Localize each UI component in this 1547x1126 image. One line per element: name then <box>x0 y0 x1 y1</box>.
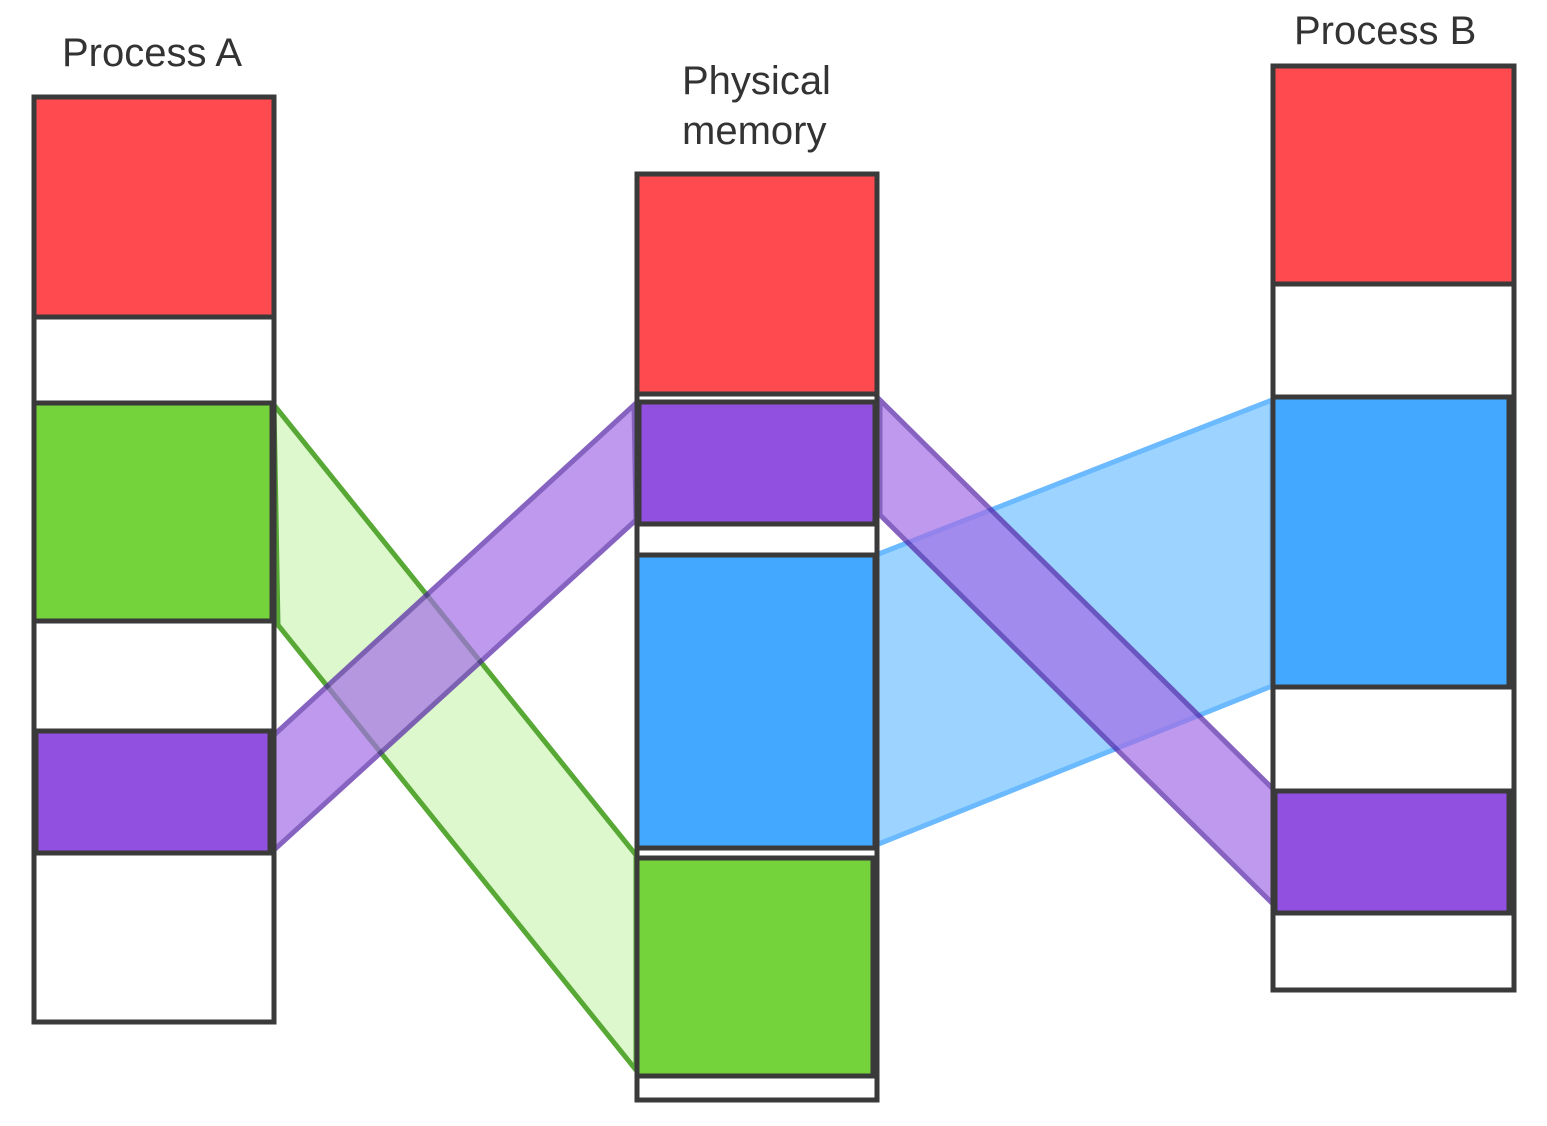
process-b-column <box>1270 63 1517 993</box>
process-b-red-page <box>1270 63 1517 287</box>
physical-red-page <box>634 171 880 397</box>
process-b-blue-page <box>1270 394 1512 690</box>
process-a-column <box>31 94 277 1025</box>
physical-purple-page <box>636 399 878 527</box>
physical-memory-column <box>634 171 880 1103</box>
physical-memory-label-line1: Physical <box>682 59 831 103</box>
process-b-purple-page <box>1272 788 1512 916</box>
physical-green-page <box>634 855 876 1079</box>
physical-blue-page <box>634 552 878 851</box>
process-a-purple-page <box>33 728 273 856</box>
process-a-red-page <box>31 94 277 320</box>
process-b-label: Process B <box>1294 9 1477 53</box>
process-a-label: Process A <box>62 31 243 75</box>
process-a-green-page <box>31 400 275 624</box>
physical-memory-label-line2: memory <box>682 109 827 153</box>
